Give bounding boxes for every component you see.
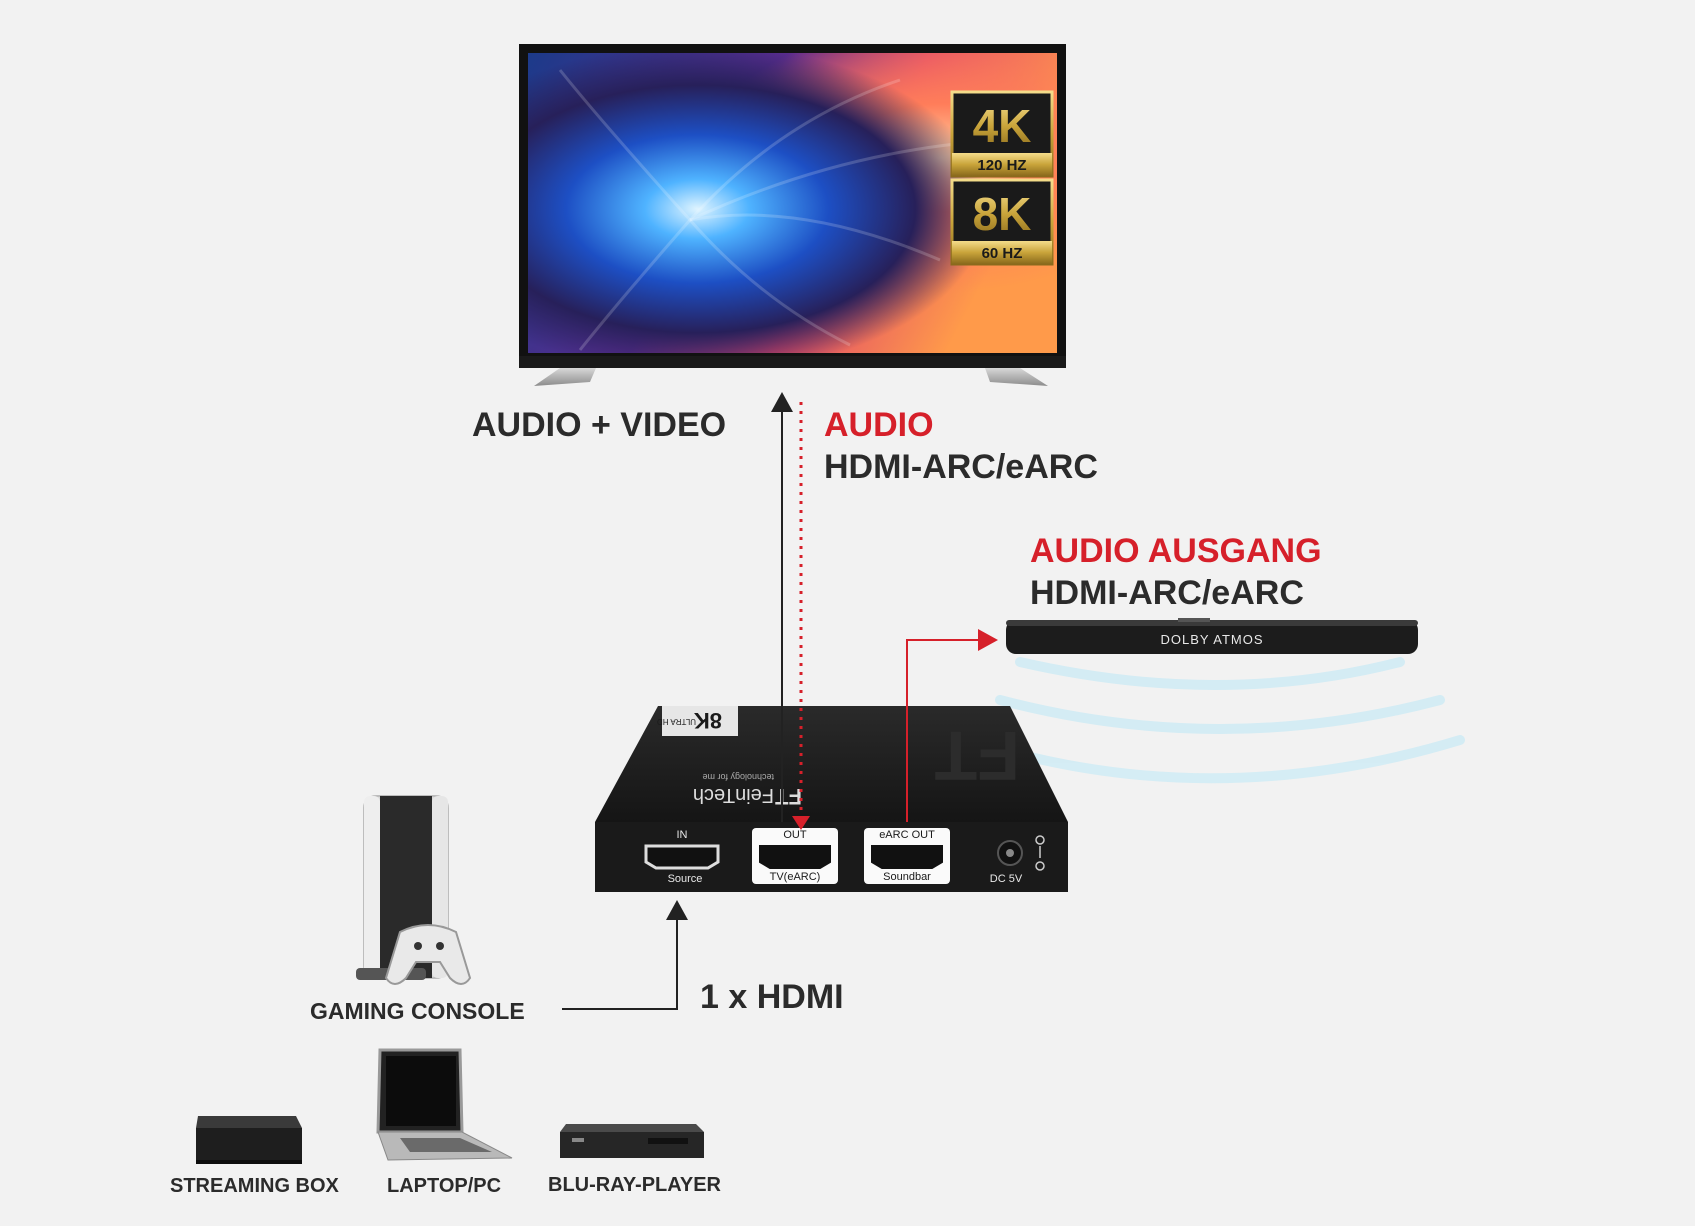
svg-text:technology for me: technology for me xyxy=(702,772,774,782)
device-watermark: FT xyxy=(934,717,1020,795)
port-out-top: OUT xyxy=(783,829,807,841)
port-in[interactable]: IN Source xyxy=(644,829,720,885)
tv-stand-right xyxy=(985,368,1048,386)
laptop xyxy=(376,1048,513,1161)
gaming-console xyxy=(356,795,472,985)
hdmi-count-label: 1 x HDMI xyxy=(700,978,844,1016)
badge-4k-refresh: 120 HZ xyxy=(977,157,1026,174)
svg-text:8K: 8K xyxy=(694,708,722,733)
port-dc-label: DC 5V xyxy=(990,873,1023,885)
audio-video-label: AUDIO + VIDEO xyxy=(472,406,727,444)
arrow-up-icon xyxy=(771,392,793,412)
port-in-bottom: Source xyxy=(668,873,703,885)
laptop-label: LAPTOP/PC xyxy=(387,1175,502,1197)
svg-text:FeinTech: FeinTech xyxy=(693,784,774,806)
badge-8k: 8K 60 HZ xyxy=(950,178,1054,266)
port-earc-top: eARC OUT xyxy=(879,829,935,841)
audio-label: AUDIO xyxy=(824,406,934,444)
bluray-label: BLU-RAY-PLAYER xyxy=(548,1174,721,1196)
arrow-down-icon xyxy=(792,816,810,830)
svg-text:FT: FT xyxy=(775,784,802,809)
hdmi-input-line xyxy=(562,918,678,1010)
badge-8k-resolution: 8K xyxy=(973,188,1032,240)
streaming-box xyxy=(196,1116,302,1164)
audio-arc-label: HDMI-ARC/eARC xyxy=(824,448,1098,486)
audio-out-label: AUDIO AUSGANG xyxy=(1030,532,1322,570)
arrow-right-icon xyxy=(978,629,998,651)
badge-4k-resolution: 4K xyxy=(973,100,1032,152)
soundbar-display: DOLBY ATMOS xyxy=(1161,632,1264,647)
port-earc-out[interactable]: eARC OUT Soundbar xyxy=(864,828,950,884)
device-brand: FT FeinTech technology for me xyxy=(693,772,802,809)
audio-out-arc-label: HDMI-ARC/eARC xyxy=(1030,574,1304,612)
arrow-up-icon xyxy=(666,900,688,920)
bluray-player xyxy=(560,1124,704,1158)
gaming-console-label: GAMING CONSOLE xyxy=(310,998,525,1024)
soundbar: DOLBY ATMOS xyxy=(1006,618,1418,654)
tv-stand-left xyxy=(534,368,596,386)
badge-4k: 4K 120 HZ xyxy=(950,90,1054,178)
port-dc[interactable]: DC 5V xyxy=(990,835,1045,885)
port-out-bottom: TV(eARC) xyxy=(770,871,821,883)
svg-text:ULTRA HD: ULTRA HD xyxy=(657,717,696,726)
port-out[interactable]: OUT TV(eARC) xyxy=(752,828,838,884)
earc-line xyxy=(906,639,980,822)
sound-waves xyxy=(995,657,1465,784)
soundbar-body xyxy=(1006,620,1418,654)
badge-8k-refresh: 60 HZ xyxy=(982,245,1023,262)
streaming-box-label: STREAMING BOX xyxy=(170,1175,339,1197)
port-in-top: IN xyxy=(677,829,688,841)
hdmi-device: 8K ULTRA HD FT FeinTech technology for m… xyxy=(595,706,1068,892)
port-earc-bottom: Soundbar xyxy=(883,871,931,883)
device-8k-badge: 8K ULTRA HD xyxy=(657,706,738,736)
